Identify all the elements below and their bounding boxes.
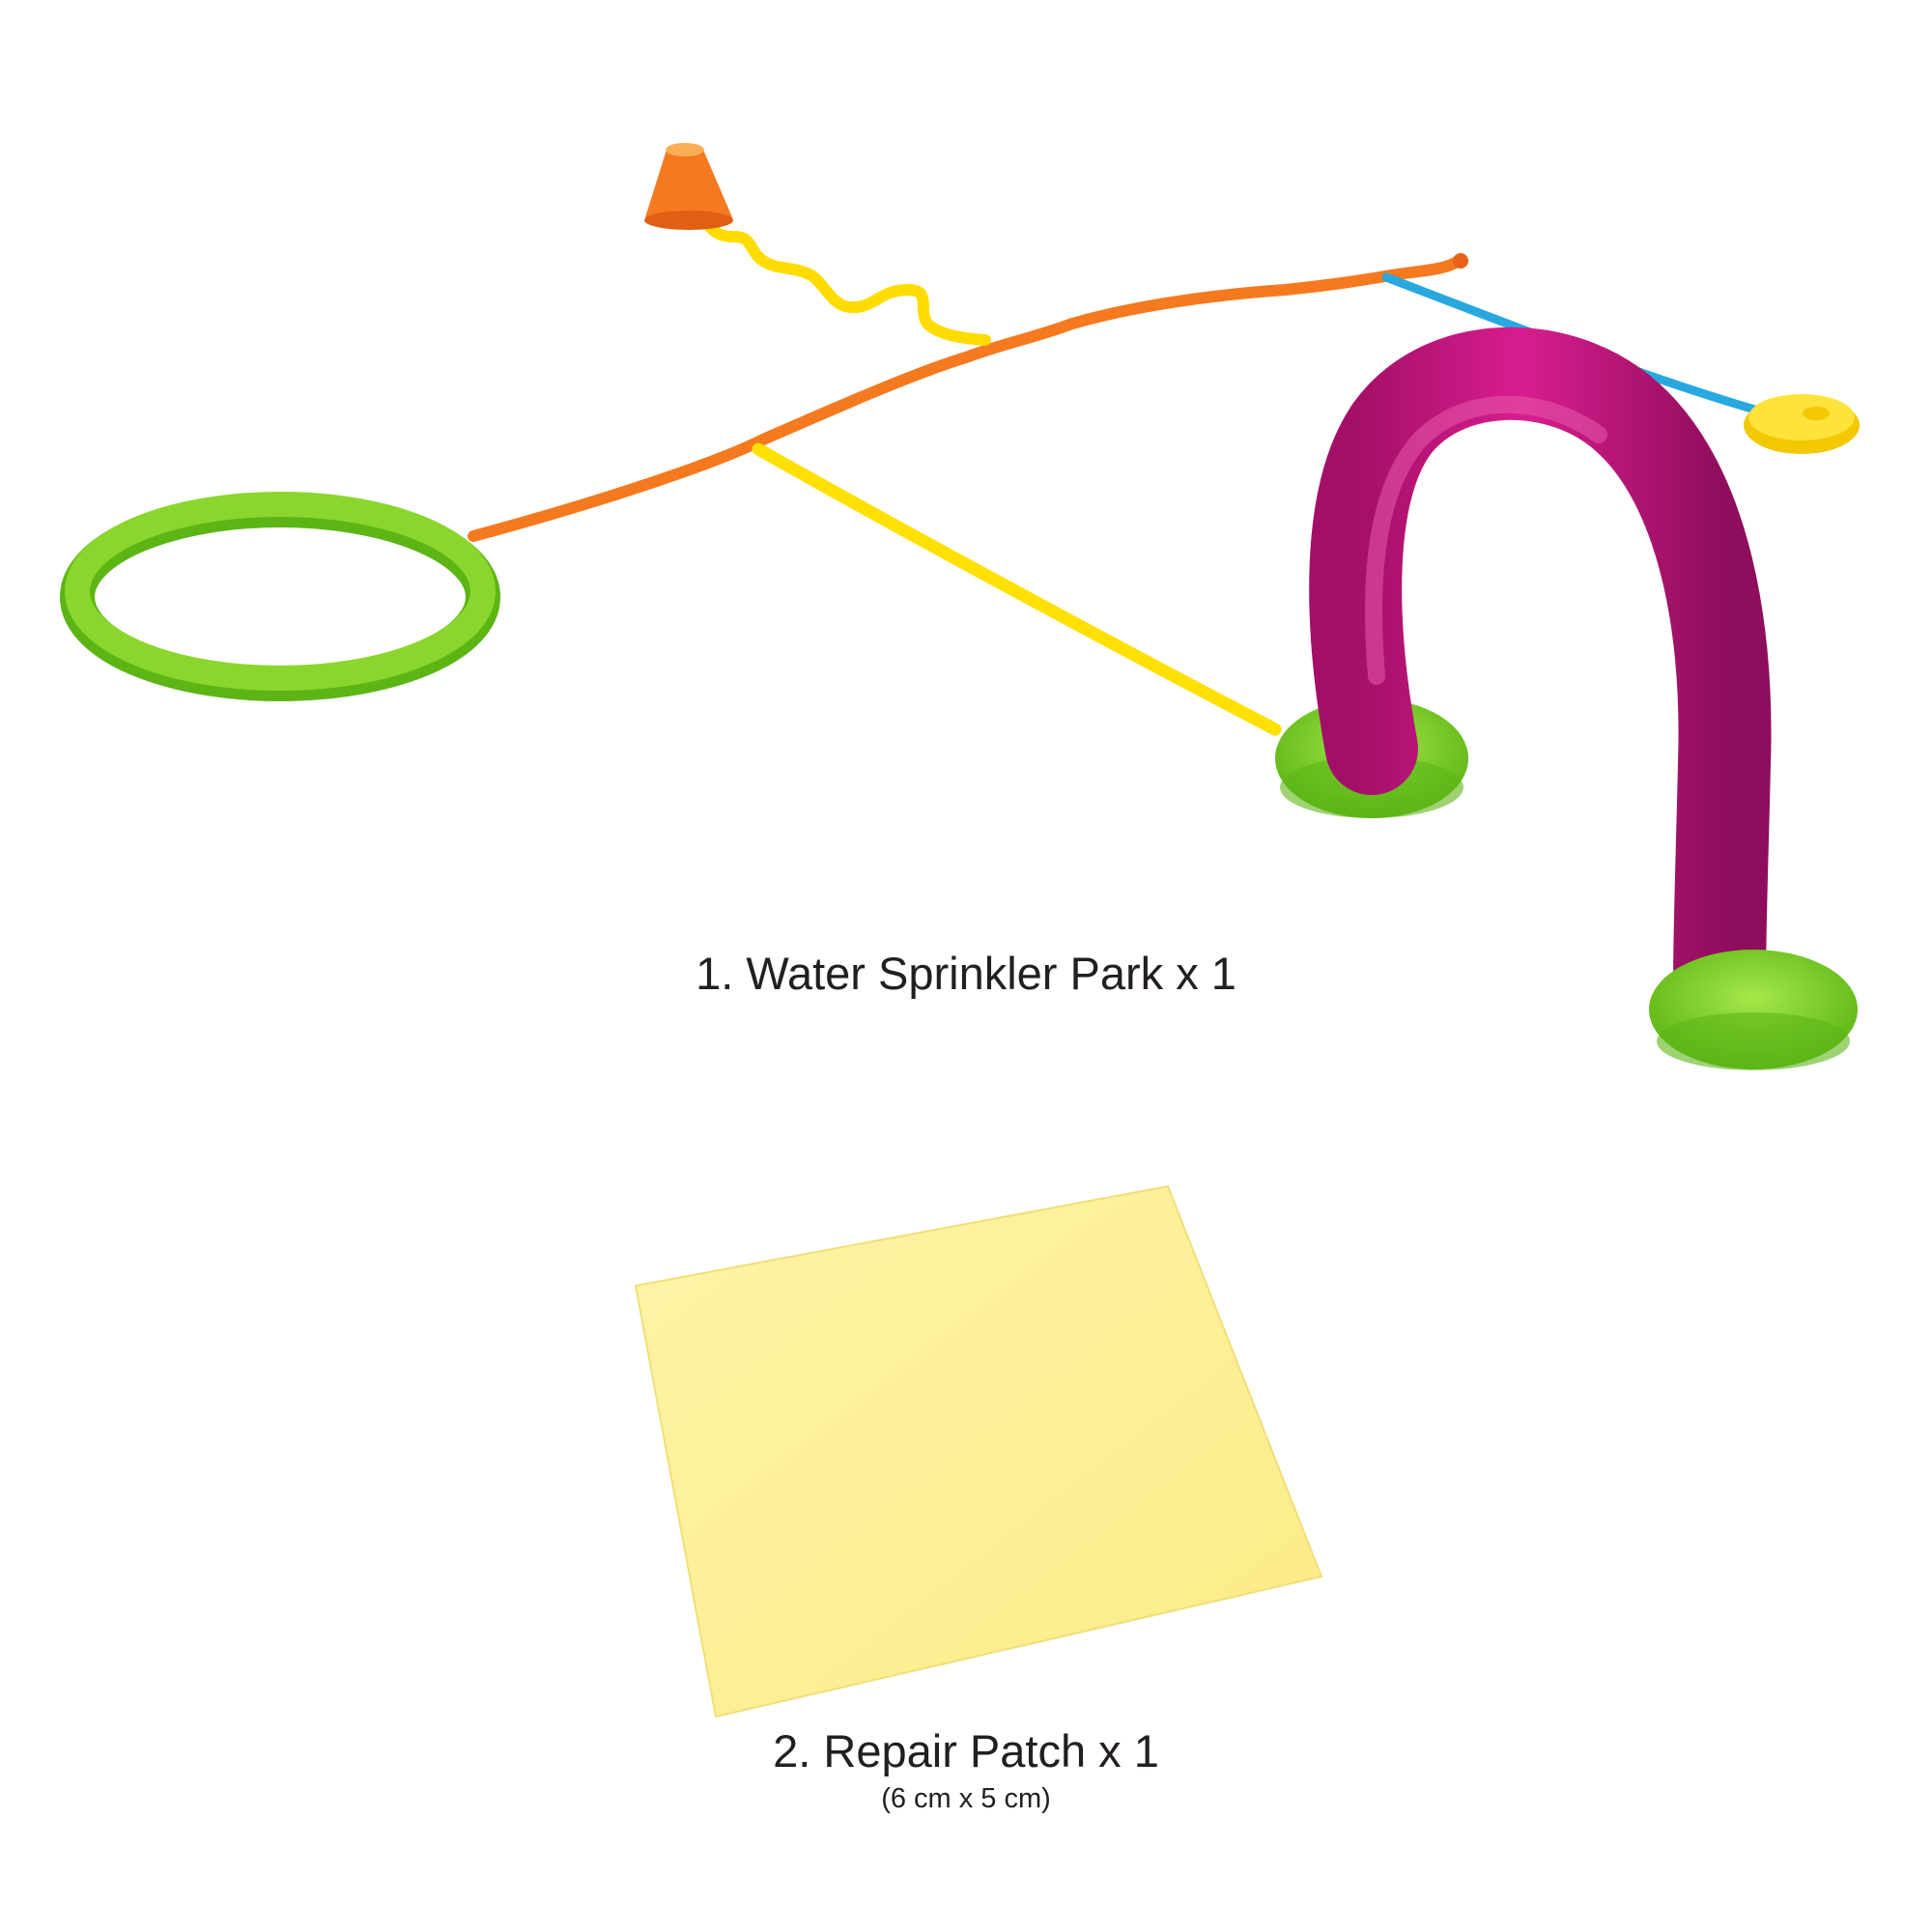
cone-sprinkler	[644, 143, 733, 230]
item-2-dimensions: (6 cm x 5 cm)	[881, 1783, 1051, 1814]
repair-patch	[634, 1184, 1323, 1719]
arch-base-right	[1649, 950, 1858, 1070]
disc-sprinkler	[1744, 394, 1860, 454]
item-1-label: 1. Water Sprinkler Park x 1	[696, 948, 1236, 999]
hose-connector	[1453, 253, 1468, 269]
yellow-wiggle-hose	[704, 221, 991, 346]
yellow-straight-hose	[752, 442, 1282, 736]
item-2-label: 2. Repair Patch x 1	[773, 1725, 1159, 1776]
orange-hose	[468, 255, 1464, 542]
magenta-arch	[1309, 327, 1772, 1032]
green-ring-sprinkler	[60, 492, 500, 701]
